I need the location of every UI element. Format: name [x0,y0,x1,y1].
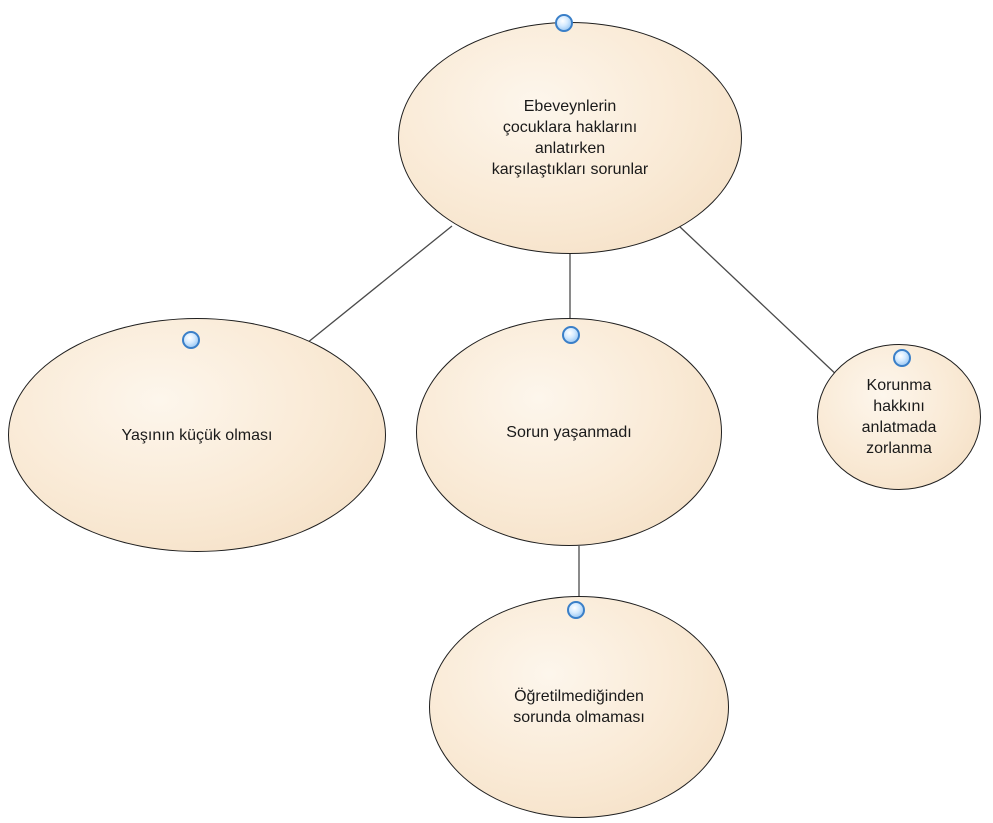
connector-handle-icon[interactable] [567,601,585,619]
node-age[interactable]: Yaşının küçük olması [8,318,386,552]
node-root-label: Ebeveynlerin çocuklara haklarını anlatır… [491,98,649,178]
connector-handle-icon[interactable] [562,326,580,344]
node-protect[interactable]: Korunma hakkını anlatmada zorlanma [817,344,981,490]
link-root-age [306,225,453,344]
connector-handle-icon[interactable] [182,331,200,349]
node-none-label: Sorun yaşanmadı [506,423,632,441]
node-taught-label: Öğretilmediğinden sorunda olmaması [513,688,645,726]
connector-handle-icon[interactable] [893,349,911,367]
link-root-protect [678,225,841,379]
node-none[interactable]: Sorun yaşanmadı [416,318,722,546]
connector-handle-icon[interactable] [555,14,573,32]
node-root[interactable]: Ebeveynlerin çocuklara haklarını anlatır… [398,22,742,254]
node-protect-label: Korunma hakkını anlatmada zorlanma [861,377,937,457]
node-taught[interactable]: Öğretilmediğinden sorunda olmaması [429,596,729,818]
node-age-label: Yaşının küçük olması [121,426,273,444]
